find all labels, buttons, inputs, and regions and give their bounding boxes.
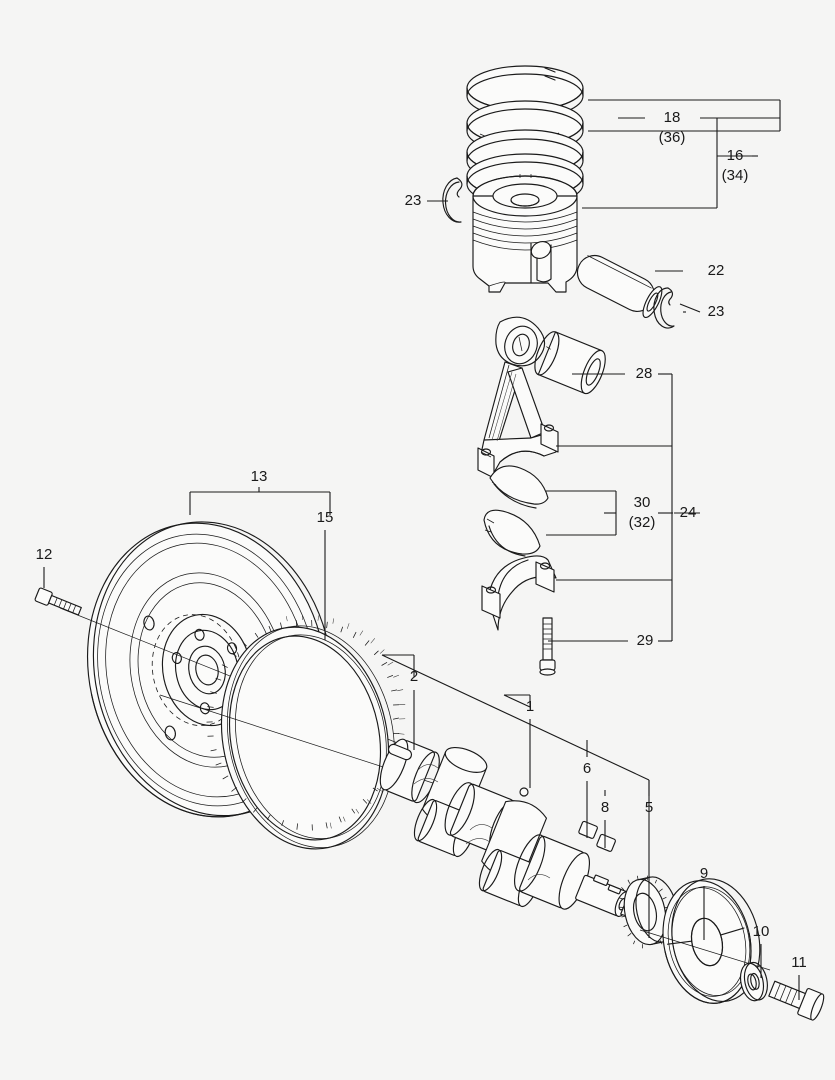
connecting-rod-drawing (477, 316, 559, 479)
callout-23-upper: 23 (405, 192, 422, 209)
woodruff-key-8-drawing (596, 833, 616, 852)
callout-15: 15 (317, 509, 334, 526)
callout-18: 18 (664, 109, 681, 126)
crank-timing-gear-drawing (619, 875, 679, 949)
callout-9: 9 (700, 865, 708, 882)
callout-24: 24 (680, 504, 697, 521)
callout-labels: 1 2 5 6 8 9 10 11 12 13 15 16 (34) 18 (3… (36, 109, 807, 971)
connecting-rod-bolt-drawing (539, 617, 556, 676)
callout-10: 10 (753, 923, 770, 940)
callout-18-sub: (36) (659, 129, 686, 146)
callout-1: 1 (526, 698, 534, 715)
callout-5: 5 (645, 799, 653, 816)
callout-13: 13 (251, 468, 268, 485)
woodruff-key-6-drawing (578, 820, 598, 839)
snap-ring-upper-drawing (442, 177, 463, 223)
pulley-washer-drawing (739, 961, 768, 1002)
crank-dowel-pin-2-drawing (387, 743, 413, 761)
callout-2: 2 (410, 668, 418, 685)
leader-lines (43, 99, 800, 1000)
callout-8: 8 (601, 799, 609, 816)
pulley-bolt-drawing (768, 980, 825, 1021)
callout-30: 30 (634, 494, 651, 511)
connecting-rod-bushing-drawing (534, 331, 606, 395)
callout-28: 28 (636, 365, 653, 382)
callout-23-lower: 23 (708, 303, 725, 320)
snap-ring-lower-drawing (653, 287, 675, 329)
callout-16: 16 (727, 147, 744, 164)
assembly-axis-lines (381, 654, 650, 781)
crankshaft-pulley-drawing (639, 878, 771, 1004)
callout-22: 22 (708, 262, 725, 279)
ring-gear-drawing (159, 614, 471, 850)
callout-6: 6 (583, 760, 591, 777)
callout-11: 11 (791, 954, 807, 971)
callout-30-sub: (32) (629, 514, 656, 531)
connecting-rod-bearing-set-drawing (483, 465, 549, 557)
callout-29: 29 (637, 632, 654, 649)
callout-12: 12 (36, 546, 53, 563)
callout-16-sub: (34) (722, 167, 749, 184)
crank-dowel-pin-1-drawing (519, 787, 529, 797)
piston-drawing (472, 174, 578, 293)
connecting-rod-cap-drawing (481, 555, 557, 631)
